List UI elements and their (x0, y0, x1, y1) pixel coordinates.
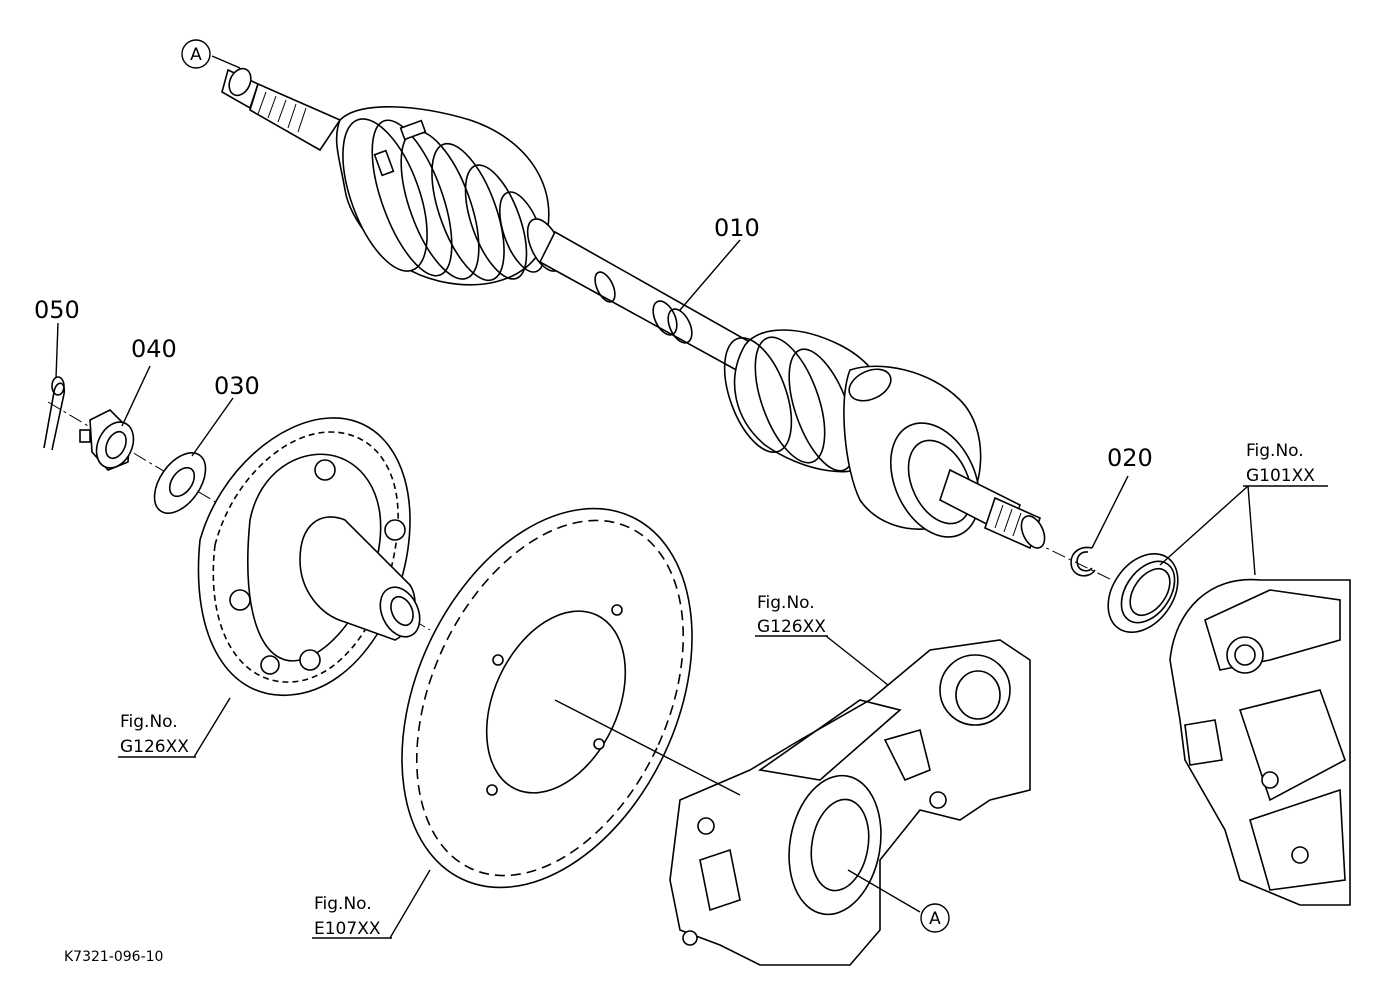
ref-g126xx-hub: Fig.No. G126XX (120, 712, 189, 757)
ref-g101xx: Fig.No. G101XX (1246, 441, 1315, 486)
ref-g101xx-line2: G101XX (1246, 466, 1315, 486)
ref-e107xx-line1: Fig.No. (314, 894, 372, 914)
drive-shaft-part (221, 67, 1046, 550)
oil-seal-part (1107, 552, 1179, 634)
wheel-hub-part (197, 417, 421, 696)
brake-disc-part (401, 507, 693, 889)
ref-g126xx-hub-line1: Fig.No. (120, 712, 178, 732)
snap-ring-part (1070, 546, 1096, 577)
reference-underlines (118, 485, 1328, 939)
leader-lines (55, 55, 1256, 939)
ref-e107xx: Fig.No. E107XX (314, 894, 381, 939)
axle-housing-part (1169, 578, 1351, 906)
marker-a-bottom-label: A (929, 909, 941, 929)
steering-knuckle-part (669, 639, 1031, 966)
marker-a-top: A (181, 39, 211, 69)
part-030-label: 030 (214, 372, 260, 400)
marker-a-top-label: A (190, 45, 202, 65)
ref-g126xx-knuckle-line1: Fig.No. (757, 593, 815, 613)
castle-nut-part (79, 409, 135, 471)
ref-g126xx-knuckle-line2: G126XX (757, 617, 826, 637)
drawing-code: K7321-096-10 (64, 949, 163, 965)
ref-e107xx-line2: E107XX (314, 919, 381, 939)
ref-g126xx-hub-line2: G126XX (120, 737, 189, 757)
cotter-pin-part (43, 376, 66, 451)
marker-a-bottom: A (920, 903, 950, 933)
part-040-label: 040 (131, 335, 177, 363)
part-050-label: 050 (34, 296, 80, 324)
ref-g126xx-knuckle: Fig.No. G126XX (757, 593, 826, 637)
ref-g101xx-line1: Fig.No. (1246, 441, 1304, 461)
part-020-label: 020 (1107, 444, 1153, 472)
part-010-label: 010 (714, 214, 760, 242)
washer-part (153, 452, 207, 514)
